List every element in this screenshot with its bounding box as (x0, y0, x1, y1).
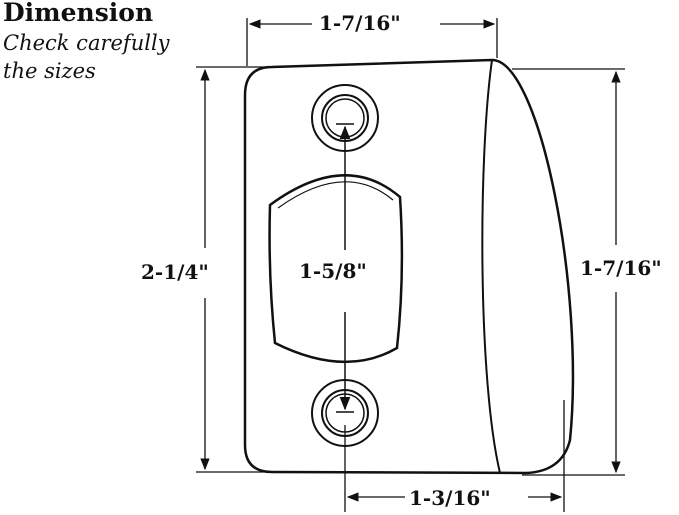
latch-opening (268, 174, 404, 363)
bottom-width-dimension-line (344, 400, 565, 512)
bottom-width-label: 1-3/16" (406, 486, 494, 510)
top-width-label: 1-7/16" (316, 11, 404, 35)
diagram-subtitle: Check carefully the sizes (3, 31, 170, 83)
lip-curve (481, 59, 501, 474)
diagram-title: Dimension (3, 0, 154, 27)
left-height-dimension-line (196, 66, 272, 473)
top-width-dimension-line (246, 18, 498, 66)
latch-opening-inner (277, 181, 394, 209)
right-height-label: 1-7/16" (577, 256, 665, 280)
center-dimension-line (336, 123, 354, 413)
center-height-label: 1-5/8" (296, 259, 370, 283)
left-height-label: 2-1/4" (138, 260, 212, 284)
right-height-dimension-line (512, 68, 625, 476)
plate-outline (243, 58, 575, 475)
